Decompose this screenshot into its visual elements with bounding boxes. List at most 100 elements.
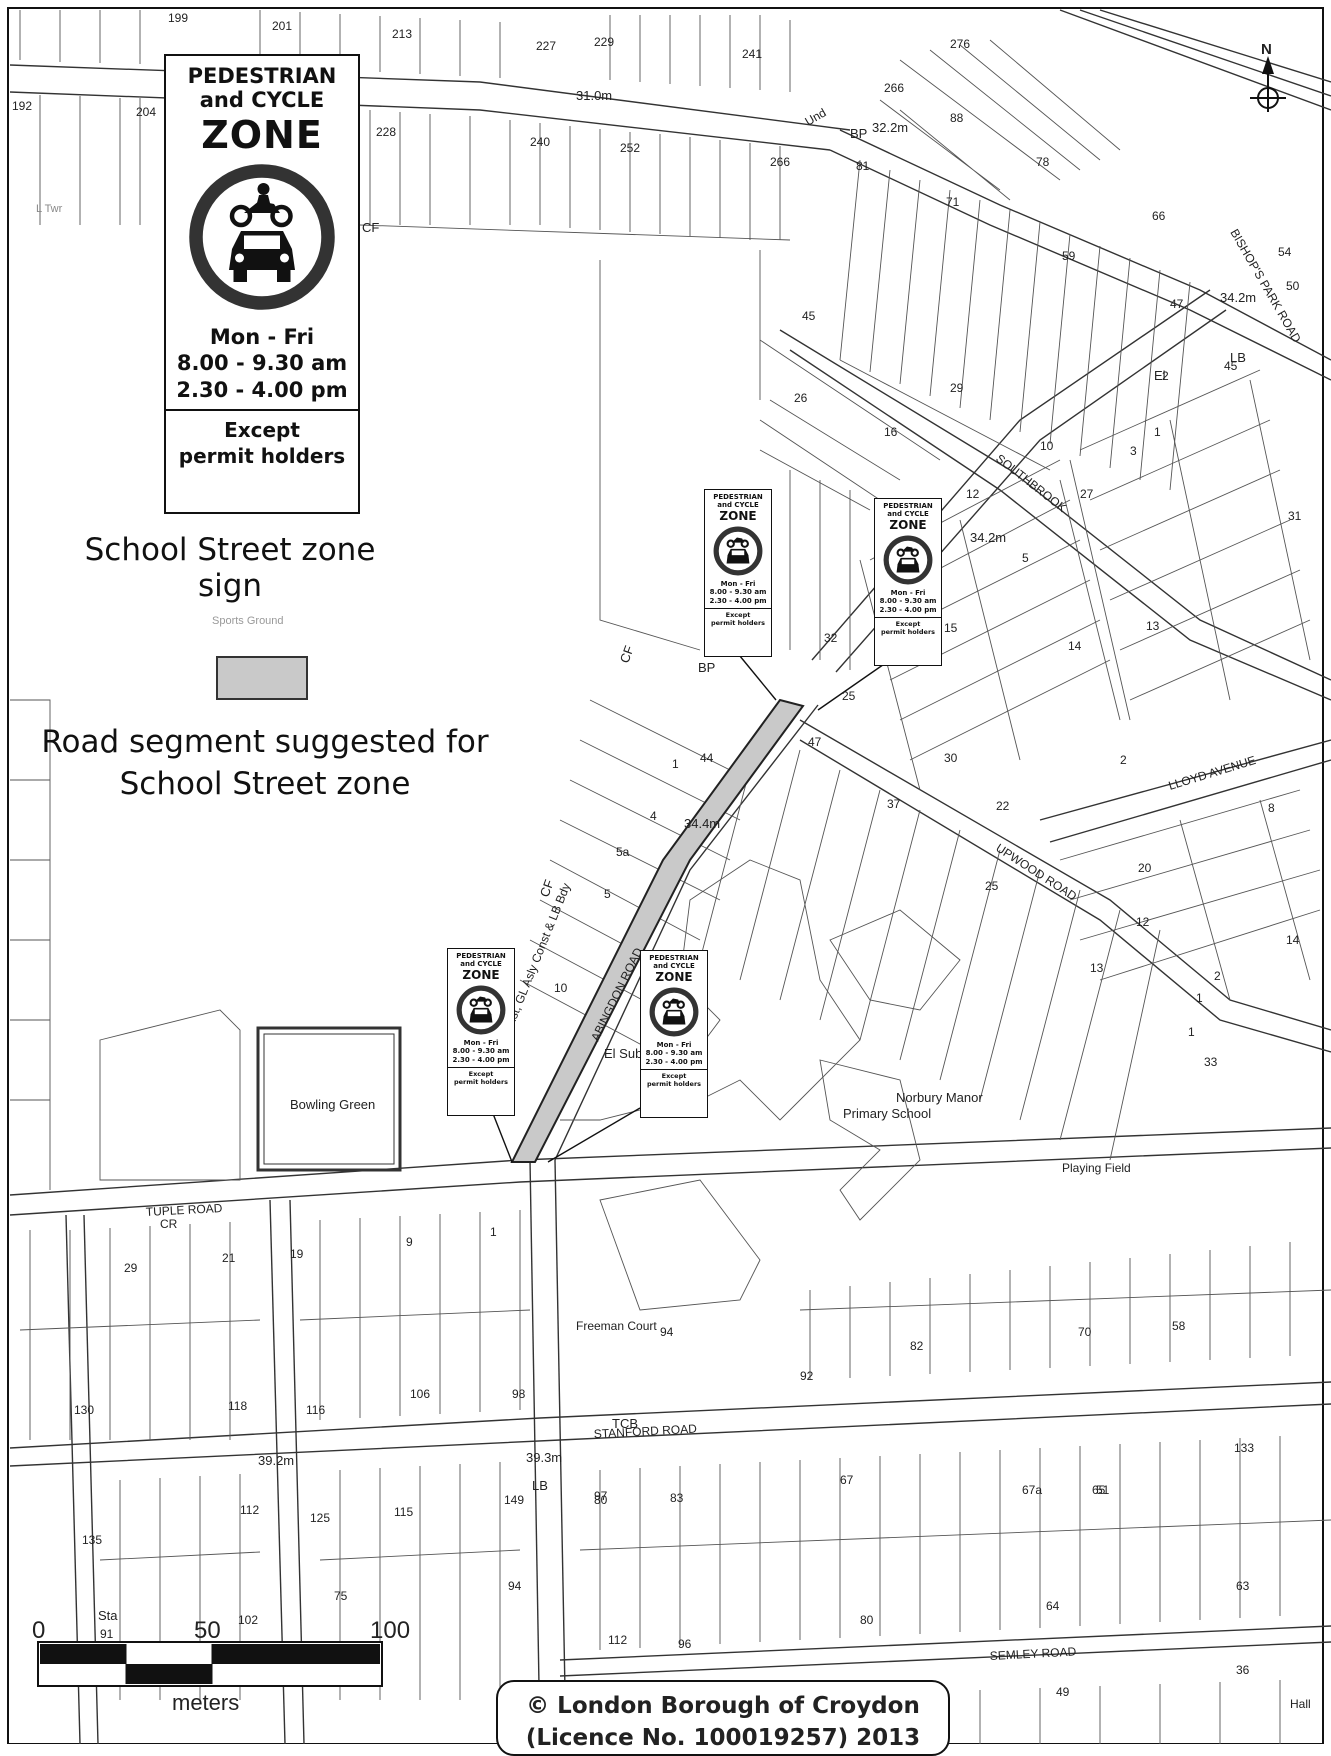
prohibition-circle-icon [189, 164, 335, 310]
sign-except-1: Except [468, 1069, 494, 1078]
house-number: 88 [950, 111, 964, 125]
place-school-2: Primary School [843, 1106, 931, 1121]
house-number: 266 [884, 81, 904, 95]
house-number: 75 [334, 1589, 348, 1603]
scale-label-100: 100 [370, 1617, 410, 1644]
sign-except-2: permit holders [710, 619, 766, 628]
house-number: 102 [238, 1613, 258, 1627]
benchmark-34a: 34.2m [1220, 290, 1256, 305]
house-number: 27 [1080, 487, 1094, 501]
sign-except-1: Except [725, 610, 751, 619]
house-number: 112 [240, 1503, 259, 1517]
house-number: 252 [620, 141, 640, 155]
prohibition-circle-icon [456, 985, 506, 1035]
scale-label-0: 0 [32, 1617, 45, 1644]
sign-zone: ZONE [655, 970, 693, 985]
house-number: 14 [1068, 639, 1082, 653]
place-playing-field: Playing Field [1062, 1161, 1131, 1175]
house-number: 80 [594, 1493, 608, 1507]
house-number: 51 [1096, 1483, 1110, 1497]
copyright-box: © London Borough of Croydon (Licence No.… [496, 1680, 950, 1756]
sign-time-1: 8.00 - 9.30 am [709, 588, 767, 597]
house-number: 31 [1288, 509, 1302, 523]
scale-bar: 0 50 100 meters [32, 1617, 410, 1715]
sign-time-2: 2.30 - 4.00 pm [645, 1058, 703, 1067]
house-number: 63 [1236, 1579, 1250, 1593]
sign-time-1: 8.00 - 9.30 am [645, 1049, 703, 1058]
motorcycle-icon [229, 183, 293, 228]
road-label-stanford: STANFORD ROAD [593, 1422, 697, 1441]
sign-line-1: PEDESTRIAN [456, 952, 506, 960]
house-number: 5 [1022, 551, 1029, 565]
sign-except-1: Except [224, 417, 300, 442]
benchmark-34c: 34.4m [684, 816, 720, 831]
school-street-sign-south-east: PEDESTRIAN and CYCLE ZONE Mon - Fri 8.00… [640, 950, 708, 1118]
house-number: 37 [887, 797, 901, 811]
house-number: 59 [1062, 249, 1076, 263]
sign-except-2: permit holders [880, 628, 936, 637]
sign-line-1: PEDESTRIAN [187, 64, 337, 88]
sign-days: Mon - Fri [890, 588, 926, 597]
house-number: 54 [1278, 245, 1292, 259]
house-number: 14 [1286, 933, 1300, 947]
copyright-line-2: (Licence No. 100019257) 2013 [525, 1725, 921, 1752]
prohibition-circle-icon [649, 987, 699, 1037]
label-el-sub: El Sub [604, 1046, 642, 1061]
house-number: 47 [808, 735, 822, 749]
house-number: 199 [168, 11, 188, 25]
house-number: 47 [1170, 297, 1184, 311]
house-number: 10 [554, 981, 568, 995]
legend-road-caption: Road segment suggested for School Street… [30, 722, 500, 806]
benchmark-39a: 39.2m [258, 1453, 294, 1468]
house-number: 32 [824, 631, 838, 645]
house-number: 4 [650, 809, 657, 823]
sign-zone: ZONE [201, 113, 323, 158]
place-bowling-green: Bowling Green [290, 1097, 375, 1112]
house-number: 9 [406, 1235, 413, 1249]
house-number: 10 [1040, 439, 1054, 453]
house-number: 115 [394, 1505, 413, 1519]
road-label-semley: SEMLEY ROAD [989, 1644, 1076, 1663]
label-bp-1: BP [850, 126, 867, 141]
house-number: 96 [678, 1637, 692, 1651]
sign-except-2: permit holders [453, 1078, 509, 1087]
label-cr: CR [160, 1217, 178, 1231]
copyright-line-1: © London Borough of Croydon [526, 1693, 920, 1719]
sign-zone: ZONE [719, 509, 757, 524]
house-number: 22 [996, 799, 1010, 813]
scale-unit: meters [172, 1690, 239, 1715]
house-number: 25 [842, 689, 856, 703]
house-number: 1 [490, 1225, 497, 1239]
house-number: 20 [1138, 861, 1152, 875]
house-number: 12 [1136, 915, 1150, 929]
property-plots [10, 10, 1331, 1744]
label-lb-2: LB [532, 1478, 548, 1493]
sign-time-2: 2.30 - 4.00 pm [176, 377, 348, 402]
house-number: 266 [770, 155, 790, 169]
prohibition-circle-icon [883, 535, 933, 585]
house-number: 33 [1204, 1055, 1218, 1069]
house-number: 82 [910, 1339, 924, 1353]
house-number: 135 [82, 1533, 102, 1547]
house-number: 21 [222, 1251, 236, 1265]
school-street-sign-legend: PEDESTRIAN and CYCLE ZONE Mon - Fri 8.00… [164, 54, 360, 514]
house-number: 1 [1188, 1025, 1195, 1039]
north-label: N [1261, 41, 1272, 58]
house-number: 25 [985, 879, 999, 893]
house-number: 36 [1236, 1663, 1250, 1677]
school-street-sign-north-west: PEDESTRIAN and CYCLE ZONE Mon - Fri 8.00… [704, 489, 772, 657]
house-number: 70 [1078, 1325, 1092, 1339]
house-number: 5a [616, 845, 630, 859]
sign-time-1: 8.00 - 9.30 am [879, 597, 937, 606]
house-number: 3 [1130, 444, 1137, 458]
sign-line-2: and CYCLE [717, 501, 759, 510]
prohibition-circle-icon [713, 526, 763, 576]
house-number: 64 [1046, 1599, 1060, 1613]
place-hall: Hall [1290, 1697, 1311, 1711]
house-number: 112 [608, 1633, 627, 1647]
house-number: 26 [794, 391, 808, 405]
